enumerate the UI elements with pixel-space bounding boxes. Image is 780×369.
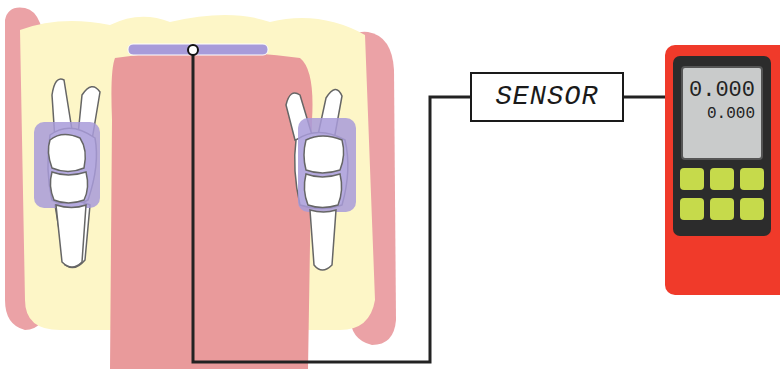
left-bracket bbox=[34, 122, 100, 208]
left-tooth-crown bbox=[48, 134, 87, 267]
box-label: SENSOR bbox=[495, 82, 598, 112]
meter-panel bbox=[673, 56, 771, 236]
right-tooth-crown bbox=[304, 136, 344, 270]
right-bracket bbox=[298, 118, 356, 212]
display-reading: 0.000 bbox=[689, 78, 755, 104]
right-tooth bbox=[286, 89, 348, 208]
sensor-box: SENSOR bbox=[470, 72, 624, 122]
palate bbox=[110, 52, 313, 369]
meter-body bbox=[665, 45, 780, 295]
palatal-bar bbox=[128, 44, 268, 55]
sensor-wire bbox=[193, 55, 470, 362]
sensor-point bbox=[188, 45, 198, 55]
display-screen: 0.0000.000 bbox=[681, 66, 763, 160]
display-reading: 0.000 bbox=[707, 104, 755, 124]
meter-buttons bbox=[680, 168, 764, 220]
